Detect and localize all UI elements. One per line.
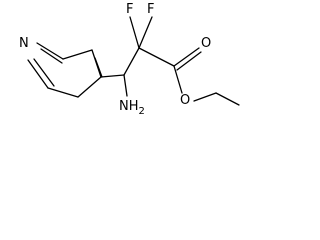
ring-double-bond-2	[94, 57, 103, 78]
bond-ch-cf2	[123, 47, 140, 76]
bond-carbonyl-double-a	[173, 47, 200, 67]
bond-cf2-f-right	[138, 16, 153, 49]
amine-main: NH	[119, 99, 139, 114]
chemical-structure-diagram: N F F O O NH2	[19, 2, 240, 117]
atom-label-amine: NH2	[119, 99, 145, 117]
ring-bond-c2-c3	[62, 49, 93, 60]
ring-bond-n-c2	[36, 42, 64, 60]
bond-ring-ch	[100, 74, 125, 78]
atom-label-o-ester: O	[180, 93, 190, 108]
atom-label-f-left: F	[126, 2, 133, 17]
bond-o-ch2	[193, 92, 217, 102]
bond-ch-nh2	[123, 74, 128, 97]
atom-label-f-right: F	[147, 2, 154, 17]
bond-carbonyl-double-b	[176, 51, 202, 71]
ring-bond-c5-c6	[47, 87, 79, 98]
bond-ch2-ch3	[215, 92, 240, 106]
bond-c-o-ester	[173, 65, 183, 94]
ring-bond-c6-n	[27, 59, 49, 89]
bond-cf2-f-left	[129, 16, 140, 49]
side-chain	[100, 16, 240, 106]
ring-double-bond-3	[33, 58, 55, 87]
ring-bond-c4-c5	[77, 76, 102, 98]
atom-label-n-ring: N	[19, 36, 29, 51]
amine-subscript: 2	[139, 106, 145, 117]
bond-cf2-carbonyl-c	[138, 47, 175, 67]
atom-label-o-carbonyl: O	[201, 36, 211, 51]
ring-double-bond-1	[40, 48, 63, 64]
pyridine-ring	[27, 42, 103, 98]
